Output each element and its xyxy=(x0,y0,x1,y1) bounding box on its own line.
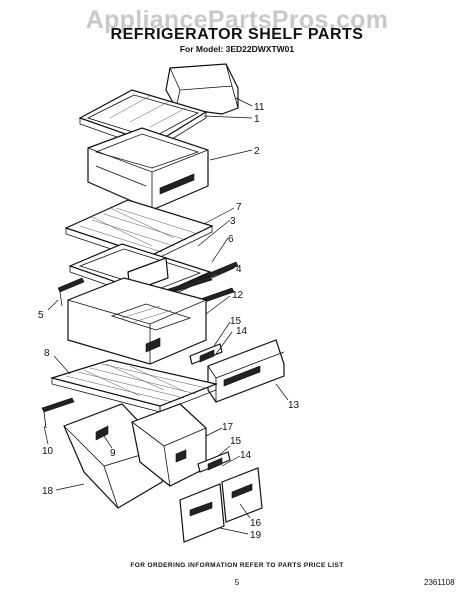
callout-8: 8 xyxy=(44,348,50,359)
part-8-glass-shelf xyxy=(49,359,219,413)
callout-9: 9 xyxy=(110,448,116,459)
part-10-rail xyxy=(41,397,75,429)
callout-15-lower: 15 xyxy=(230,436,242,447)
callout-6: 6 xyxy=(228,234,234,245)
part-12-drawer xyxy=(67,277,207,365)
callout-17: 17 xyxy=(222,422,234,433)
part-15-14-upper-handle xyxy=(189,343,223,365)
callout-5: 5 xyxy=(38,310,44,321)
diagram-title: REFRIGERATOR SHELF PARTS xyxy=(110,26,364,43)
callout-10: 10 xyxy=(42,446,54,457)
page-number: 5 xyxy=(234,578,240,587)
callout-19: 19 xyxy=(250,530,262,541)
callout-15-upper: 15 xyxy=(230,316,242,327)
callout-16: 16 xyxy=(250,518,262,529)
part-2-pan xyxy=(87,127,209,211)
ordering-note: FOR ORDERING INFORMATION REFER TO PARTS … xyxy=(130,562,344,569)
part-16-drawer-front xyxy=(221,467,263,523)
document-number: 2361108 xyxy=(424,578,455,587)
callout-2: 2 xyxy=(254,146,260,157)
callout-1: 1 xyxy=(254,114,260,125)
callout-3: 3 xyxy=(230,216,236,227)
callout-11: 11 xyxy=(254,102,265,113)
callout-12: 12 xyxy=(232,290,244,301)
part-7-wire-shelf xyxy=(64,199,214,263)
part-11-bin xyxy=(165,63,239,115)
model-line: For Model: 3ED22DWXTW01 xyxy=(179,44,295,54)
watermark: AppliancePartsPros.com xyxy=(85,6,389,34)
callout-13: 13 xyxy=(288,400,300,411)
part-19-drawer-front xyxy=(179,483,225,543)
part-13-drawer-front xyxy=(207,339,285,403)
callout-14-lower: 14 xyxy=(240,450,252,461)
leader-lines xyxy=(43,97,289,535)
callout-7: 7 xyxy=(236,202,242,213)
callout-4: 4 xyxy=(236,264,242,275)
callout-18: 18 xyxy=(42,486,54,497)
callout-14-upper: 14 xyxy=(236,326,248,337)
part-5-side-rail xyxy=(57,277,85,307)
